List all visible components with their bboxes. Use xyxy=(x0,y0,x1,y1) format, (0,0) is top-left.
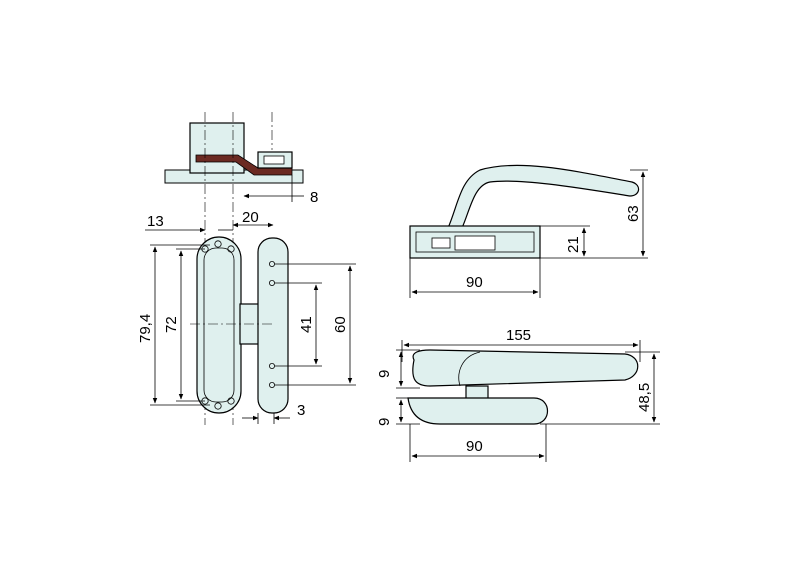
lever-top xyxy=(412,349,639,387)
dim-3: 3 xyxy=(297,402,305,419)
screw-hole xyxy=(227,245,235,253)
profile-block xyxy=(189,122,245,174)
screw-hole xyxy=(268,260,275,267)
dim-20: 20 xyxy=(242,209,259,226)
mechanism xyxy=(454,235,496,251)
base-inner xyxy=(415,231,535,253)
screw-hole xyxy=(214,402,222,410)
dim-21: 21 xyxy=(565,236,582,253)
backplate-inner xyxy=(203,247,235,403)
screw-hole xyxy=(214,240,222,248)
handle-top-view xyxy=(407,349,639,425)
screw-hole xyxy=(268,279,275,286)
dimensions: 13 20 8 79,4 72 41 60 3 xyxy=(137,169,660,462)
dim-155: 155 xyxy=(506,327,531,344)
dim-13: 13 xyxy=(147,213,164,230)
dim-63: 63 xyxy=(625,205,642,222)
dim-48-5: 48,5 xyxy=(636,383,653,412)
mechanism-detail xyxy=(431,237,451,249)
dim-41: 41 xyxy=(298,316,315,333)
handle-side-view xyxy=(409,164,640,259)
dim-9-b: 9 xyxy=(376,418,393,426)
screw-hole xyxy=(227,397,235,405)
dim-9-a: 9 xyxy=(376,370,393,378)
hardware-inner xyxy=(263,155,285,165)
dim-8: 8 xyxy=(310,189,318,206)
side-plate xyxy=(257,237,289,414)
plate-front-view xyxy=(190,236,289,414)
dim-90-top: 90 xyxy=(466,274,483,291)
screw-hole xyxy=(268,381,275,388)
screw-hole xyxy=(268,362,275,369)
lever-top-hub xyxy=(458,351,481,387)
dim-60: 60 xyxy=(332,316,349,333)
lever-arm xyxy=(447,164,640,229)
dim-79-4: 79,4 xyxy=(137,314,154,343)
base-top xyxy=(407,397,549,425)
dim-72: 72 xyxy=(163,316,180,333)
section-view xyxy=(164,112,304,425)
dim-90-bottom: 90 xyxy=(466,438,483,455)
